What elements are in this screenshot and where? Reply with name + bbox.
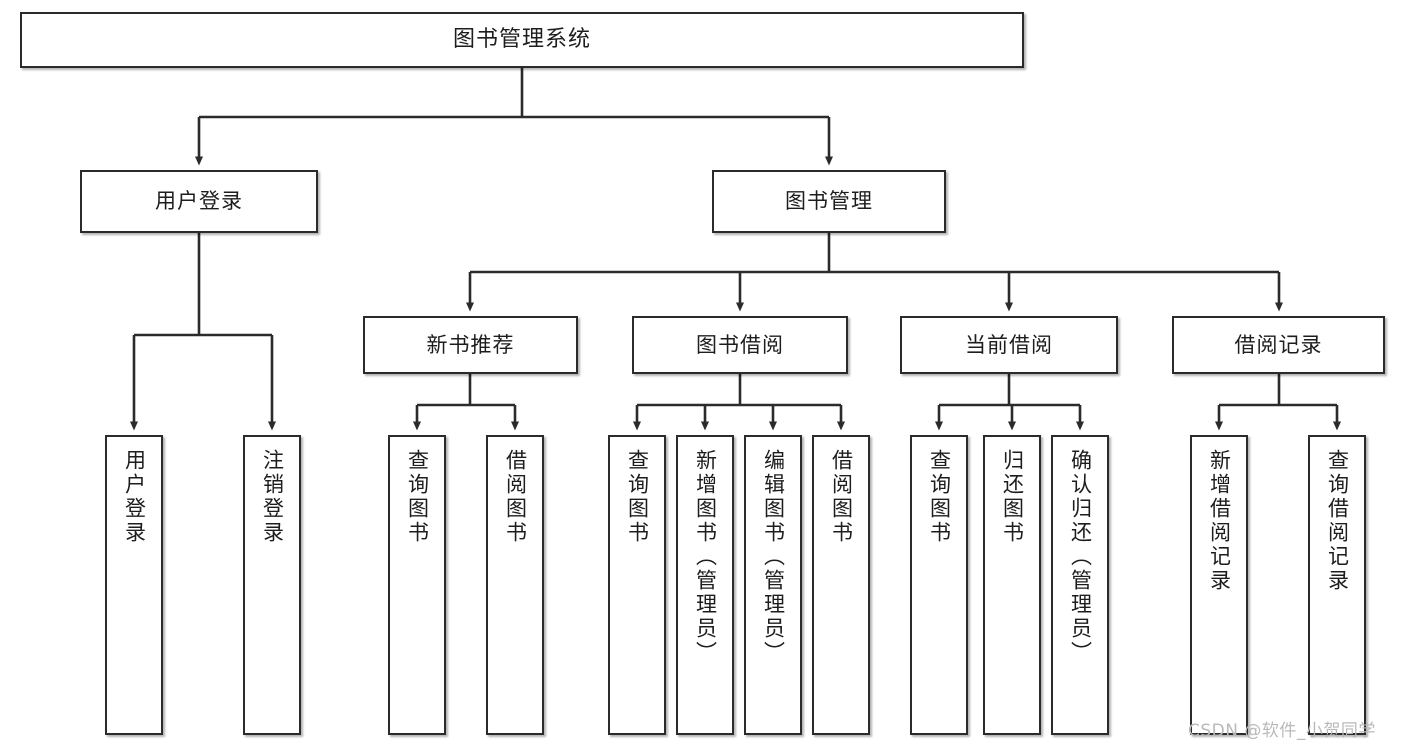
node-leaf-add-book-label: 新增图书（管理员） bbox=[693, 449, 718, 665]
node-new-book-recommend-label: 新书推荐 bbox=[426, 332, 515, 357]
watermark-text: CSDN @软件_小贺同学 bbox=[1188, 721, 1376, 741]
node-leaf-return-book[interactable]: 归还图书 bbox=[983, 435, 1041, 735]
node-leaf-add-book[interactable]: 新增图书（管理员） bbox=[676, 435, 734, 735]
node-leaf-user-login[interactable]: 用户登录 bbox=[105, 435, 163, 735]
node-borrow-record-label: 借阅记录 bbox=[1234, 332, 1323, 357]
node-root-label: 图书管理系统 bbox=[452, 27, 591, 53]
node-leaf-user-login-label: 用户登录 bbox=[122, 449, 147, 545]
node-borrow-record[interactable]: 借阅记录 bbox=[1172, 316, 1385, 374]
node-book-borrow[interactable]: 图书借阅 bbox=[632, 316, 848, 374]
node-book-manage[interactable]: 图书管理 bbox=[712, 170, 946, 233]
node-book-manage-label: 图书管理 bbox=[785, 189, 873, 214]
node-leaf-query-book-3-label: 查询图书 bbox=[927, 449, 952, 545]
node-leaf-query-book-2-label: 查询图书 bbox=[625, 449, 650, 545]
node-leaf-query-book-3[interactable]: 查询图书 bbox=[910, 435, 968, 735]
node-leaf-query-record[interactable]: 查询借阅记录 bbox=[1308, 435, 1366, 735]
node-user-login-label: 用户登录 bbox=[155, 189, 243, 214]
node-leaf-edit-book-label: 编辑图书（管理员） bbox=[761, 449, 786, 665]
node-new-book-recommend[interactable]: 新书推荐 bbox=[363, 316, 578, 374]
node-root[interactable]: 图书管理系统 bbox=[20, 12, 1024, 68]
node-current-borrow-label: 当前借阅 bbox=[965, 332, 1053, 357]
node-leaf-borrow-book-2-label: 借阅图书 bbox=[829, 449, 854, 545]
node-current-borrow[interactable]: 当前借阅 bbox=[900, 316, 1118, 374]
node-leaf-edit-book[interactable]: 编辑图书（管理员） bbox=[744, 435, 802, 735]
node-leaf-add-record[interactable]: 新增借阅记录 bbox=[1190, 435, 1248, 735]
node-leaf-return-book-label: 归还图书 bbox=[1000, 449, 1025, 545]
node-leaf-confirm-return[interactable]: 确认归还（管理员） bbox=[1051, 435, 1109, 735]
node-leaf-borrow-book-1[interactable]: 借阅图书 bbox=[486, 435, 544, 735]
node-leaf-logout-label: 注销登录 bbox=[260, 449, 285, 545]
node-leaf-query-book-1[interactable]: 查询图书 bbox=[388, 435, 446, 735]
node-leaf-query-book-2[interactable]: 查询图书 bbox=[608, 435, 666, 735]
node-leaf-add-record-label: 新增借阅记录 bbox=[1207, 449, 1232, 593]
node-book-borrow-label: 图书借阅 bbox=[696, 332, 784, 357]
node-leaf-confirm-return-label: 确认归还（管理员） bbox=[1068, 449, 1093, 665]
node-leaf-logout[interactable]: 注销登录 bbox=[243, 435, 301, 735]
node-user-login[interactable]: 用户登录 bbox=[80, 170, 318, 233]
node-leaf-borrow-book-1-label: 借阅图书 bbox=[503, 449, 528, 545]
node-leaf-query-record-label: 查询借阅记录 bbox=[1325, 449, 1350, 593]
node-leaf-query-book-1-label: 查询图书 bbox=[405, 449, 430, 545]
node-leaf-borrow-book-2[interactable]: 借阅图书 bbox=[812, 435, 870, 735]
